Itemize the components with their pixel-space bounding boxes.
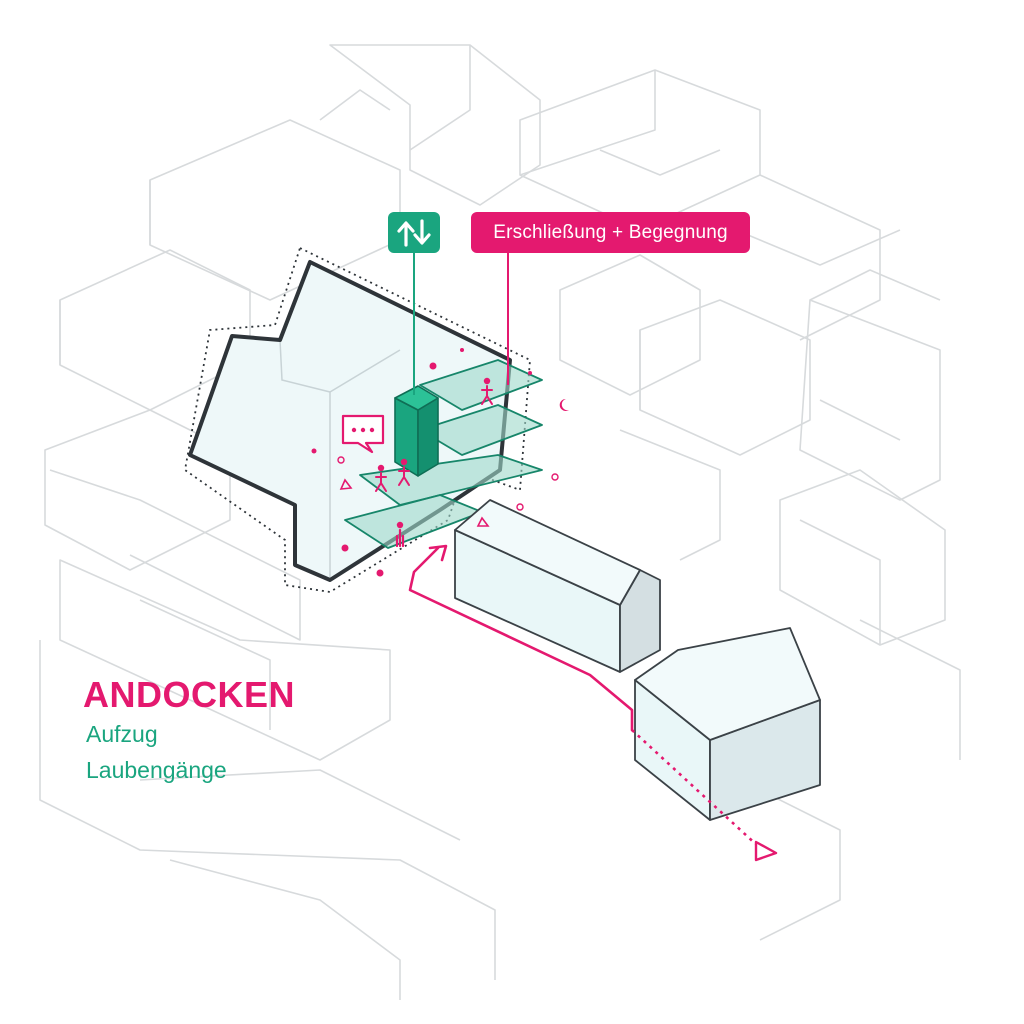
path-arrow-icon <box>408 546 634 732</box>
pedestrian-icon-2 <box>375 464 387 492</box>
caption-title: ANDOCKEN <box>83 674 296 715</box>
neighbour-building-1 <box>454 499 661 673</box>
elevator-tower <box>394 385 439 477</box>
small-ring <box>337 456 345 464</box>
triangle-icon-2 <box>476 516 490 527</box>
speech-bubble-icon <box>341 414 385 454</box>
flower-icon <box>311 348 532 577</box>
access-galleries <box>344 359 543 549</box>
small-ring-2 <box>551 473 559 481</box>
path-arrow-head <box>428 544 448 562</box>
caption-line-galleries: Laubengänge <box>86 757 227 783</box>
path-end-triangle <box>754 840 778 862</box>
pedestrian-icon <box>481 377 493 405</box>
neighbour-building-2 <box>634 627 821 821</box>
small-ring-3 <box>516 503 524 511</box>
path-dotted-segment <box>631 729 761 849</box>
pedestrian-icon-4 <box>395 521 405 548</box>
moon-icon <box>559 398 569 411</box>
triangle-icon <box>339 478 353 490</box>
access-label: Erschließung + Begegnung <box>471 212 750 253</box>
up-down-arrows-icon <box>397 218 431 247</box>
pedestrian-icon-3 <box>398 458 410 486</box>
caption-line-elevator: Aufzug <box>86 721 158 747</box>
elevator-badge <box>388 212 440 253</box>
